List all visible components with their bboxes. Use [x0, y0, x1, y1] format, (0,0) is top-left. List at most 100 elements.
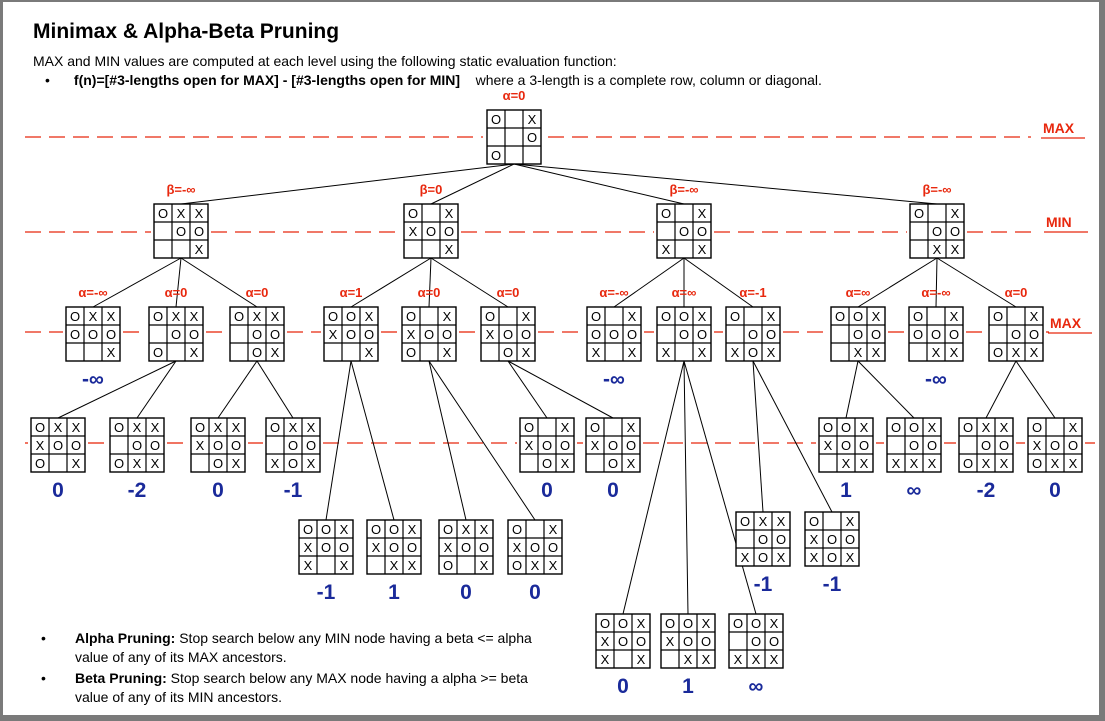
node-value: 0 — [529, 581, 541, 604]
cell-x: X — [759, 514, 768, 529]
node-value: -∞ — [603, 368, 625, 391]
cell-x: X — [684, 652, 693, 667]
cell-o: O — [461, 540, 471, 555]
cell-x: X — [513, 540, 522, 555]
cell-x: X — [177, 206, 186, 221]
cell-o: O — [252, 345, 262, 360]
cell-o: O — [213, 438, 223, 453]
cell-x: X — [522, 345, 531, 360]
cell-x: X — [702, 652, 711, 667]
cell-o: O — [407, 540, 417, 555]
alpha-label: Alpha Pruning: — [75, 630, 176, 646]
cell-x: X — [1069, 420, 1078, 435]
cell-o: O — [740, 514, 750, 529]
cell-o: O — [914, 206, 924, 221]
node-value: -∞ — [82, 368, 104, 391]
cell-x: X — [54, 420, 63, 435]
cell-o: O — [35, 456, 45, 471]
edge-a4-c1 — [325, 360, 352, 521]
cell-o: O — [406, 309, 416, 324]
cell-x: X — [480, 522, 489, 537]
board-frame — [595, 613, 651, 669]
cell-o: O — [303, 522, 313, 537]
cell-x: X — [36, 438, 45, 453]
cell-o: O — [503, 327, 513, 342]
cell-x: X — [928, 420, 937, 435]
cell-x: X — [777, 550, 786, 565]
cell-o: O — [931, 327, 941, 342]
cell-o: O — [542, 456, 552, 471]
node-value: ∞ — [749, 675, 764, 698]
cell-x: X — [770, 616, 779, 631]
cell-x: X — [842, 456, 851, 471]
cell-o: O — [766, 327, 776, 342]
cell-o: O — [733, 616, 743, 631]
cell-o: O — [106, 327, 116, 342]
board-frame — [656, 203, 712, 259]
cell-x: X — [601, 652, 610, 667]
cell-o: O — [1011, 327, 1021, 342]
cell-o: O — [626, 438, 636, 453]
node-value: -1 — [754, 573, 773, 596]
cell-x: X — [698, 206, 707, 221]
cell-o: O — [748, 327, 758, 342]
cell-o: O — [697, 224, 707, 239]
cell-x: X — [561, 456, 570, 471]
cell-x: X — [702, 616, 711, 631]
node-value: -1 — [317, 581, 336, 604]
cell-x: X — [860, 420, 869, 435]
slide: Minimax & Alpha-Beta Pruning MAX and MIN… — [3, 2, 1099, 715]
cell-o: O — [891, 420, 901, 435]
edge-a10-b7 — [845, 360, 859, 419]
board-frame — [519, 417, 575, 473]
node-annotation: α=1 — [340, 285, 363, 300]
cell-o: O — [426, 224, 436, 239]
cell-o: O — [1068, 438, 1078, 453]
node-annotation: α=-1 — [739, 285, 766, 300]
board-frame — [148, 306, 204, 362]
cell-o: O — [288, 438, 298, 453]
board-frame — [818, 417, 874, 473]
edge-a8-e2 — [683, 360, 689, 615]
cell-o: O — [730, 309, 740, 324]
edge-m3-a9 — [683, 257, 754, 308]
cell-o: O — [70, 309, 80, 324]
cell-o: O — [679, 327, 689, 342]
cell-o: O — [841, 420, 851, 435]
node-annotation: β=-∞ — [669, 182, 698, 197]
cell-x: X — [1051, 456, 1060, 471]
edge-a6-b6 — [507, 360, 614, 419]
node-annotation: α=∞ — [672, 285, 697, 300]
formula-rest: where a 3-length is a complete row, colu… — [475, 72, 822, 88]
cell-x: X — [933, 242, 942, 257]
cell-x: X — [340, 522, 349, 537]
cell-o: O — [1029, 327, 1039, 342]
cell-x: X — [777, 514, 786, 529]
cell-o: O — [661, 206, 671, 221]
edge-a2-b1 — [57, 360, 177, 419]
cell-o: O — [491, 112, 501, 127]
cell-o: O — [270, 420, 280, 435]
cell-x: X — [698, 345, 707, 360]
board-frame — [586, 306, 642, 362]
cell-x: X — [531, 558, 540, 573]
cell-x: X — [329, 327, 338, 342]
cell-o: O — [871, 327, 881, 342]
formula-bold: f(n)=[#3-lengths open for MAX] - [#3-len… — [73, 72, 461, 88]
board-frame — [366, 519, 422, 575]
cell-o: O — [406, 345, 416, 360]
board-frame — [486, 109, 542, 165]
edge-a4-c2 — [350, 360, 395, 521]
cell-o: O — [153, 345, 163, 360]
cell-x: X — [824, 438, 833, 453]
alpha-bullet: • — [41, 630, 46, 646]
cell-o: O — [618, 634, 628, 649]
cell-x: X — [151, 456, 160, 471]
